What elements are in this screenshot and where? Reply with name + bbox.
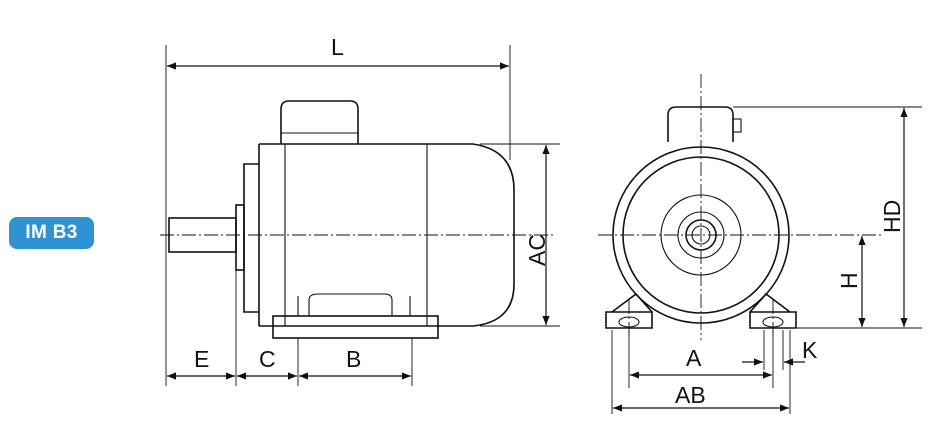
dim-label-HD: HD [879,200,905,233]
end-shield [243,163,259,313]
mounting-type-badge: IM B3 [9,217,94,249]
dim-label-L: L [331,34,344,60]
dim-label-H: H [836,272,862,289]
dim-label-E: E [194,346,209,372]
dim-label-AC: AC [524,234,550,266]
shaft [168,217,237,253]
dim-label-C: C [259,346,276,372]
dim-label-AB: AB [675,382,706,408]
foot-base [272,315,439,339]
motor-body-side [259,143,515,327]
dim-label-A: A [686,345,702,371]
terminal-box-front [667,106,734,142]
terminal-box-side [280,100,359,144]
front-view: HD H A AB K [598,74,922,414]
side-view: L AC E C B [160,34,560,386]
dim-label-B: B [346,346,361,372]
dim-label-K: K [802,337,818,363]
